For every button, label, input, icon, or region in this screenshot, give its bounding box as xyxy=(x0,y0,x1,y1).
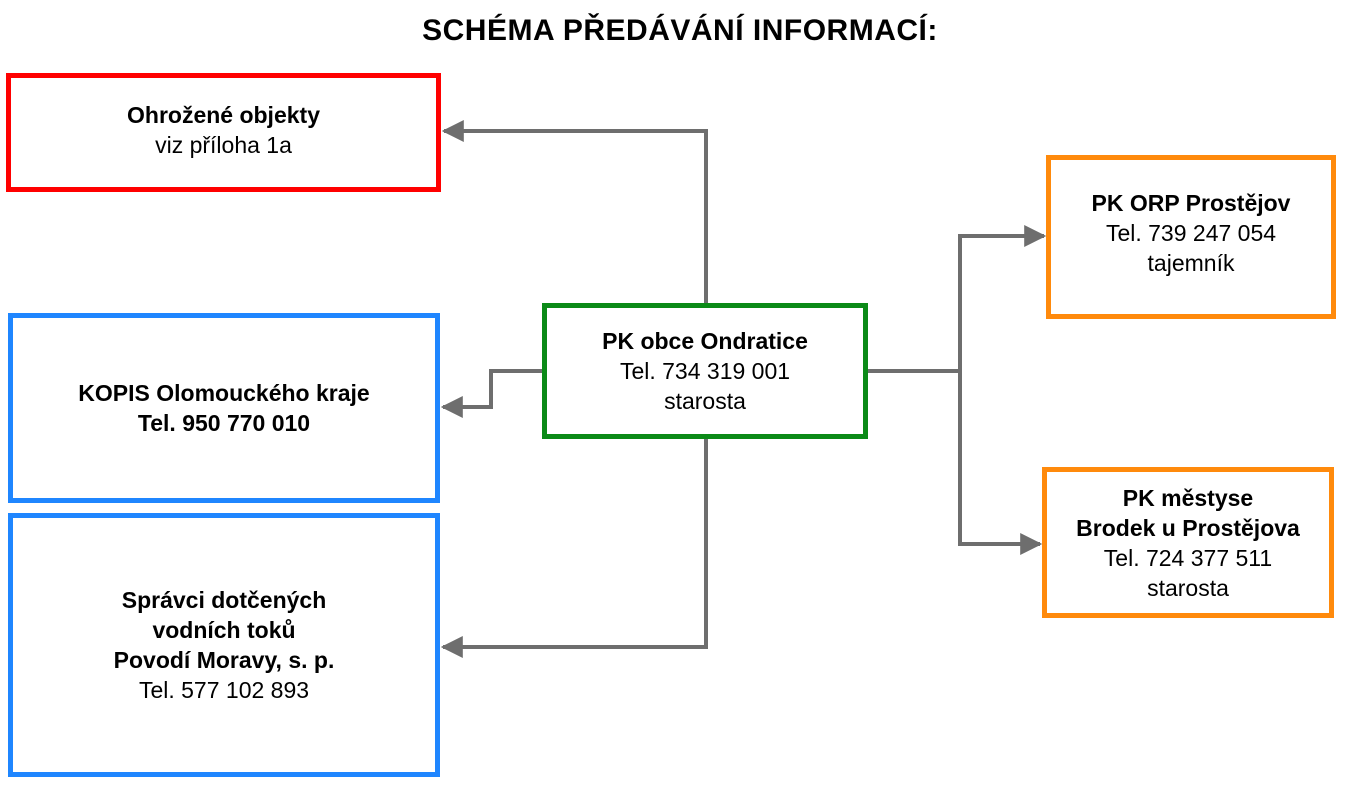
node-ohrozene-note: viz příloha 1a xyxy=(155,132,292,158)
node-orp-role: tajemník xyxy=(1147,250,1235,276)
arrow-to-spravci xyxy=(440,439,708,658)
node-kopis: KOPIS Olomouckého kraje Tel. 950 770 010 xyxy=(8,313,440,503)
node-spravci-toku: Správci dotčených vodních toků Povodí Mo… xyxy=(8,513,440,777)
node-pk-orp-prostejov: PK ORP Prostějov Tel. 739 247 054 tajemn… xyxy=(1046,155,1336,319)
node-center-name: PK obce Ondratice xyxy=(602,328,808,354)
arrow-to-brodek xyxy=(958,371,1043,555)
arrow-to-orp xyxy=(958,225,1047,371)
node-pk-obce-ondratice: PK obce Ondratice Tel. 734 319 001 staro… xyxy=(542,303,868,439)
node-center-role: starosta xyxy=(664,388,746,414)
node-kopis-phone: Tel. 950 770 010 xyxy=(137,410,311,436)
node-orp-phone: Tel. 739 247 054 xyxy=(1105,220,1277,246)
node-center-phone: Tel. 734 319 001 xyxy=(619,358,791,384)
arrow-to-kopis xyxy=(440,369,542,418)
node-spravci-name-3: Povodí Moravy, s. p. xyxy=(113,647,335,673)
node-brodek-name-2: Brodek u Prostějova xyxy=(1076,514,1300,541)
node-orp-name: PK ORP Prostějov xyxy=(1091,190,1291,216)
arrow-to-ohrozene xyxy=(441,120,708,303)
node-ohrozene-name: Ohrožené objekty xyxy=(127,102,320,128)
node-brodek-phone: Tel. 724 377 511 xyxy=(1103,544,1273,571)
node-brodek-name-1: PK městyse xyxy=(1122,484,1254,511)
diagram-title: SCHÉMA PŘEDÁVÁNÍ INFORMACÍ: xyxy=(422,14,938,47)
node-spravci-phone: Tel. 577 102 893 xyxy=(138,677,310,703)
node-spravci-name-2: vodních toků xyxy=(152,617,296,643)
node-pk-brodek: PK městyse Brodek u Prostějova Tel. 724 … xyxy=(1042,467,1334,618)
node-spravci-name-1: Správci dotčených xyxy=(121,587,327,613)
node-ohrozene-objekty: Ohrožené objekty viz příloha 1a xyxy=(6,73,441,192)
node-kopis-name: KOPIS Olomouckého kraje xyxy=(78,380,370,406)
node-brodek-role: starosta xyxy=(1147,574,1229,601)
